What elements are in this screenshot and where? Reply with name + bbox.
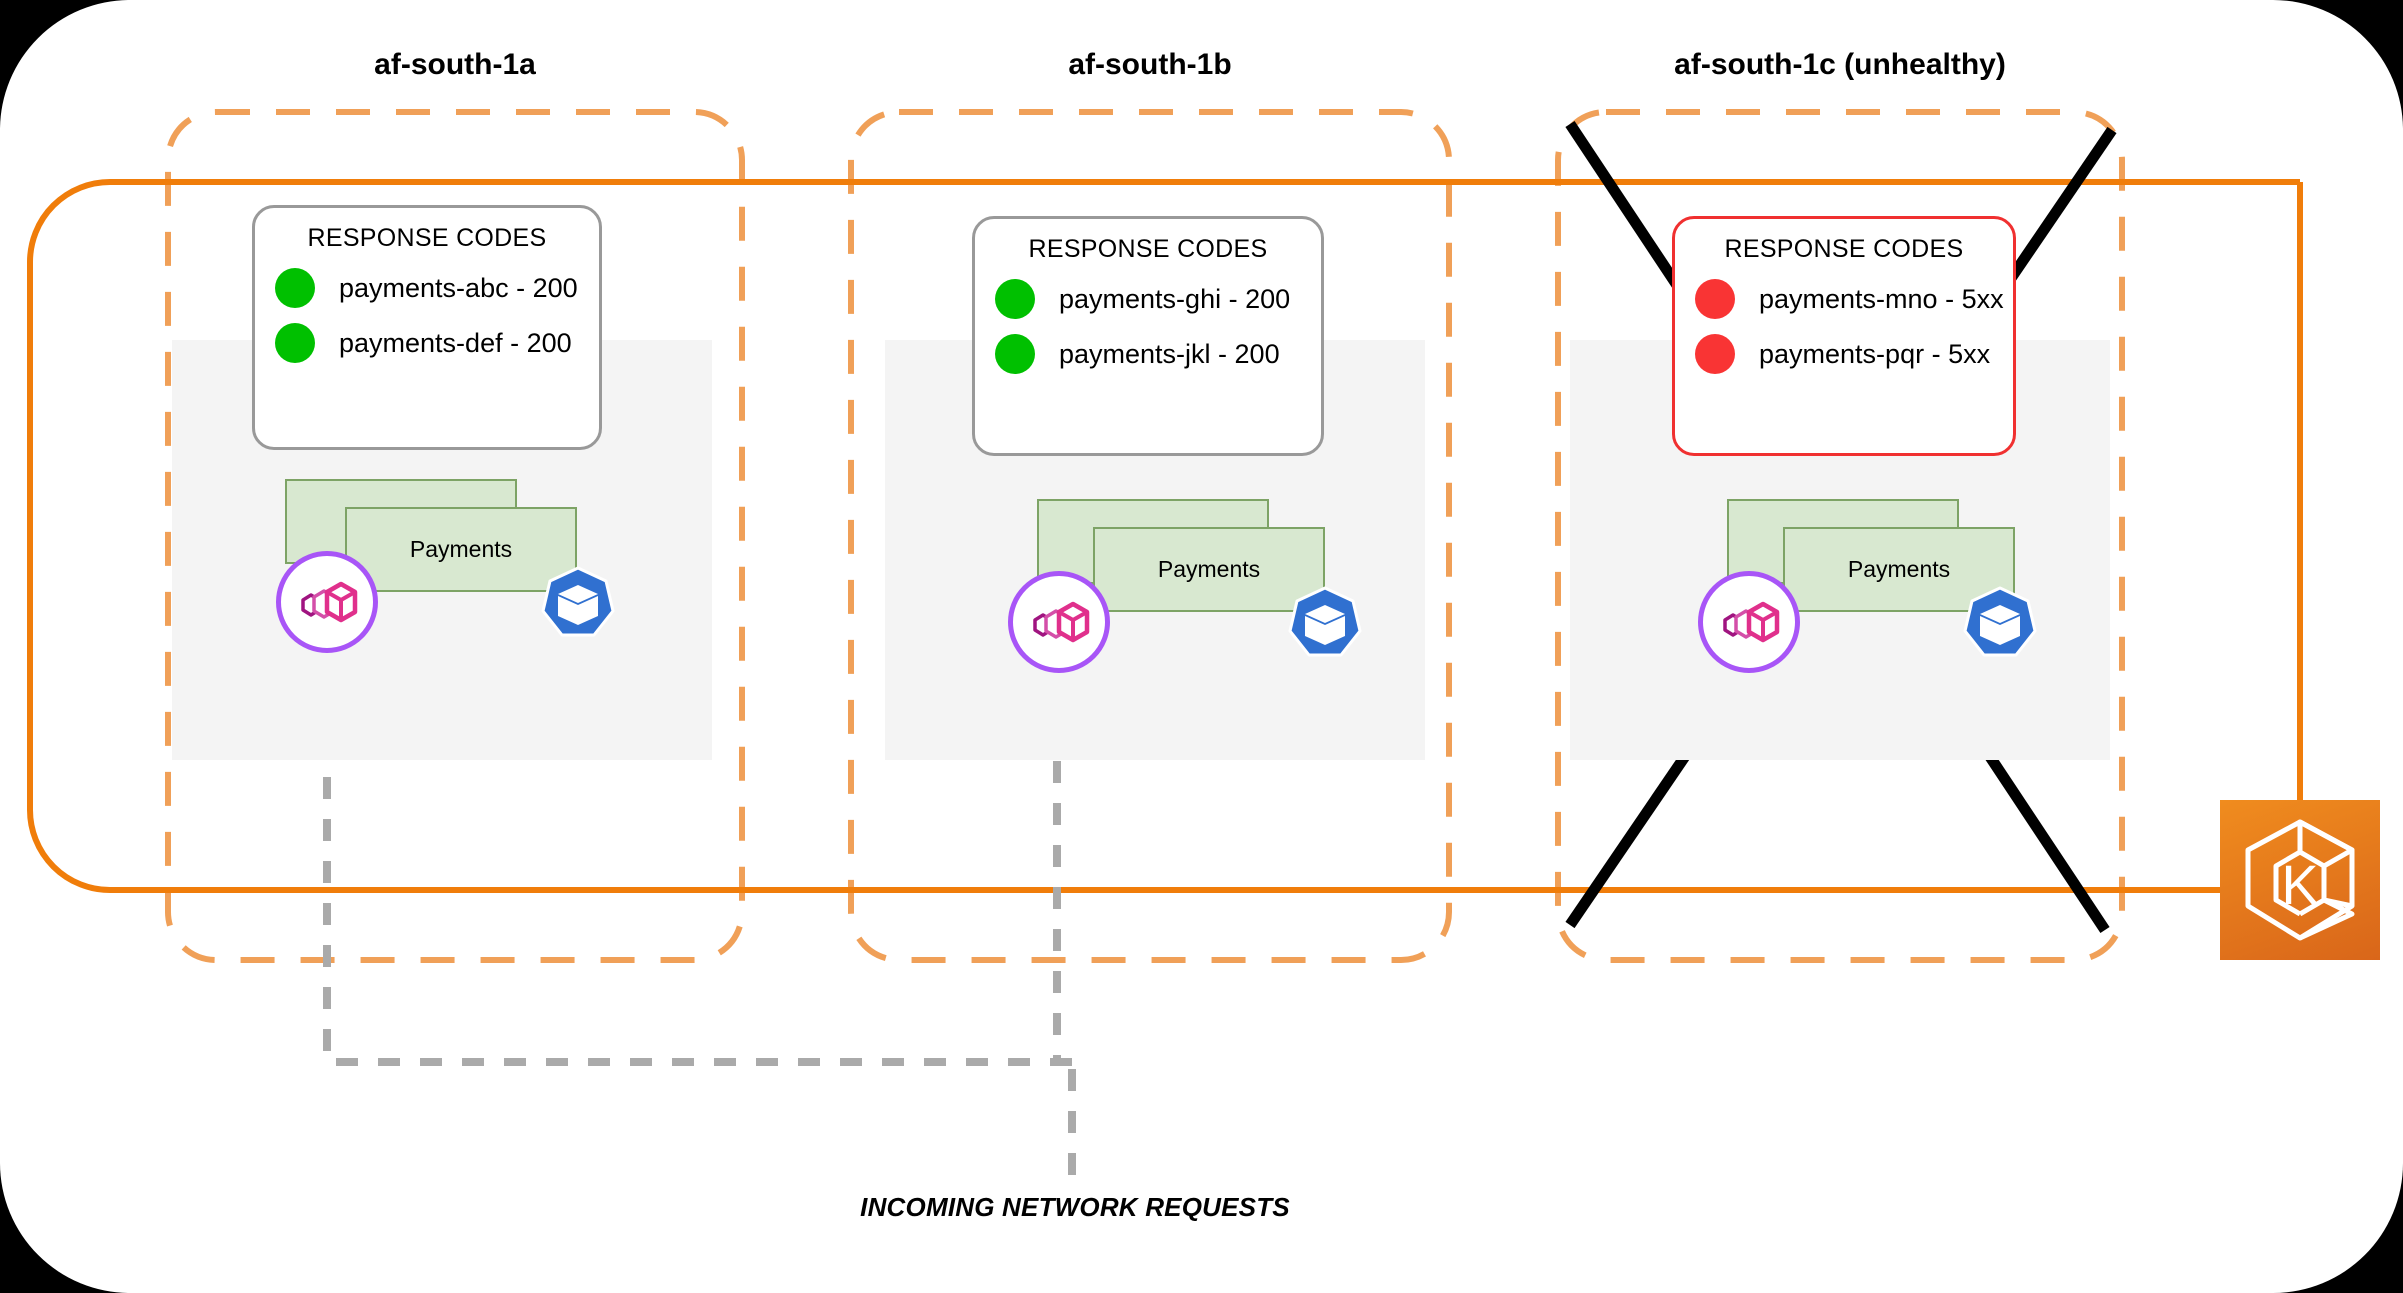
traffic-routing [323, 672, 1076, 1175]
deployment-box-1a: Payments [345, 507, 577, 592]
eks-hexagon-k-glyph: K [2245, 819, 2355, 941]
response-codes-panel-1a: RESPONSE CODES payments-abc - 200 paymen… [252, 205, 602, 450]
sidecar-hexcubes-glyph [1033, 601, 1090, 643]
sidecar-hexcubes-glyph [1723, 601, 1780, 643]
status-dot-healthy [275, 323, 315, 363]
kubernetes-pod-icon-1a [540, 565, 616, 641]
kubernetes-pod-icon-1c [1962, 585, 2038, 661]
response-code-label: payments-mno - 5xx [1759, 283, 2004, 314]
response-code-label: payments-def - 200 [339, 327, 572, 358]
incoming-requests-label: INCOMING NETWORK REQUESTS [860, 1192, 1290, 1222]
route-to-1b [1053, 690, 1072, 1066]
service-mesh-sidecar-icon-1c [1698, 571, 1800, 673]
response-code-label: payments-pqr - 5xx [1759, 338, 1991, 369]
status-dot-healthy [275, 268, 315, 308]
sidecar-hexcubes-glyph [301, 581, 358, 623]
status-dot-healthy [995, 334, 1035, 374]
response-code-label: payments-jkl - 200 [1059, 338, 1280, 369]
response-code-label: payments-abc - 200 [339, 272, 578, 303]
status-dot-healthy [995, 279, 1035, 319]
az-title-1a: af-south-1a [374, 48, 536, 81]
az-boundary-1a [165, 109, 745, 963]
eks-letter: K [2281, 853, 2318, 916]
response-code-label: payments-ghi - 200 [1059, 283, 1291, 314]
service-mesh-sidecar-icon-1a [276, 551, 378, 653]
az-boundary-1b [848, 109, 1452, 963]
deployment-label: Payments [409, 536, 513, 562]
status-dot-unhealthy [1695, 334, 1735, 374]
response-code-row: payments-def - 200 [275, 322, 579, 364]
response-codes-title-1b: RESPONSE CODES [1028, 235, 1268, 263]
response-code-row: payments-abc - 200 [275, 267, 579, 309]
kubernetes-pod-icon-1b [1287, 585, 1363, 661]
az-boundary-1c [1555, 109, 2125, 963]
response-codes-panel-1b: RESPONSE CODES payments-ghi - 200 paymen… [972, 216, 1324, 456]
response-codes-title-1a: RESPONSE CODES [307, 224, 547, 252]
status-dot-unhealthy [1695, 279, 1735, 319]
response-codes-title-1c: RESPONSE CODES [1724, 235, 1964, 263]
response-codes-panel-1c: RESPONSE CODES payments-mno - 5xx paymen… [1672, 216, 2016, 456]
az-title-1c: af-south-1c (unhealthy) [1674, 48, 2006, 81]
response-code-row: payments-pqr - 5xx [1695, 333, 1993, 375]
deployment-label: Payments [1847, 556, 1951, 582]
response-code-row: payments-mno - 5xx [1695, 278, 2004, 320]
aws-eks-icon: K [2220, 800, 2380, 960]
az-title-1b: af-south-1b [1068, 48, 1232, 81]
service-mesh-sidecar-icon-1b [1008, 571, 1110, 673]
response-code-row: payments-ghi - 200 [995, 278, 1301, 320]
response-code-row: payments-jkl - 200 [995, 333, 1301, 375]
deployment-label: Payments [1157, 556, 1261, 582]
deployment-box-1b: Payments [1093, 527, 1325, 612]
cluster-boundary [27, 179, 2300, 893]
